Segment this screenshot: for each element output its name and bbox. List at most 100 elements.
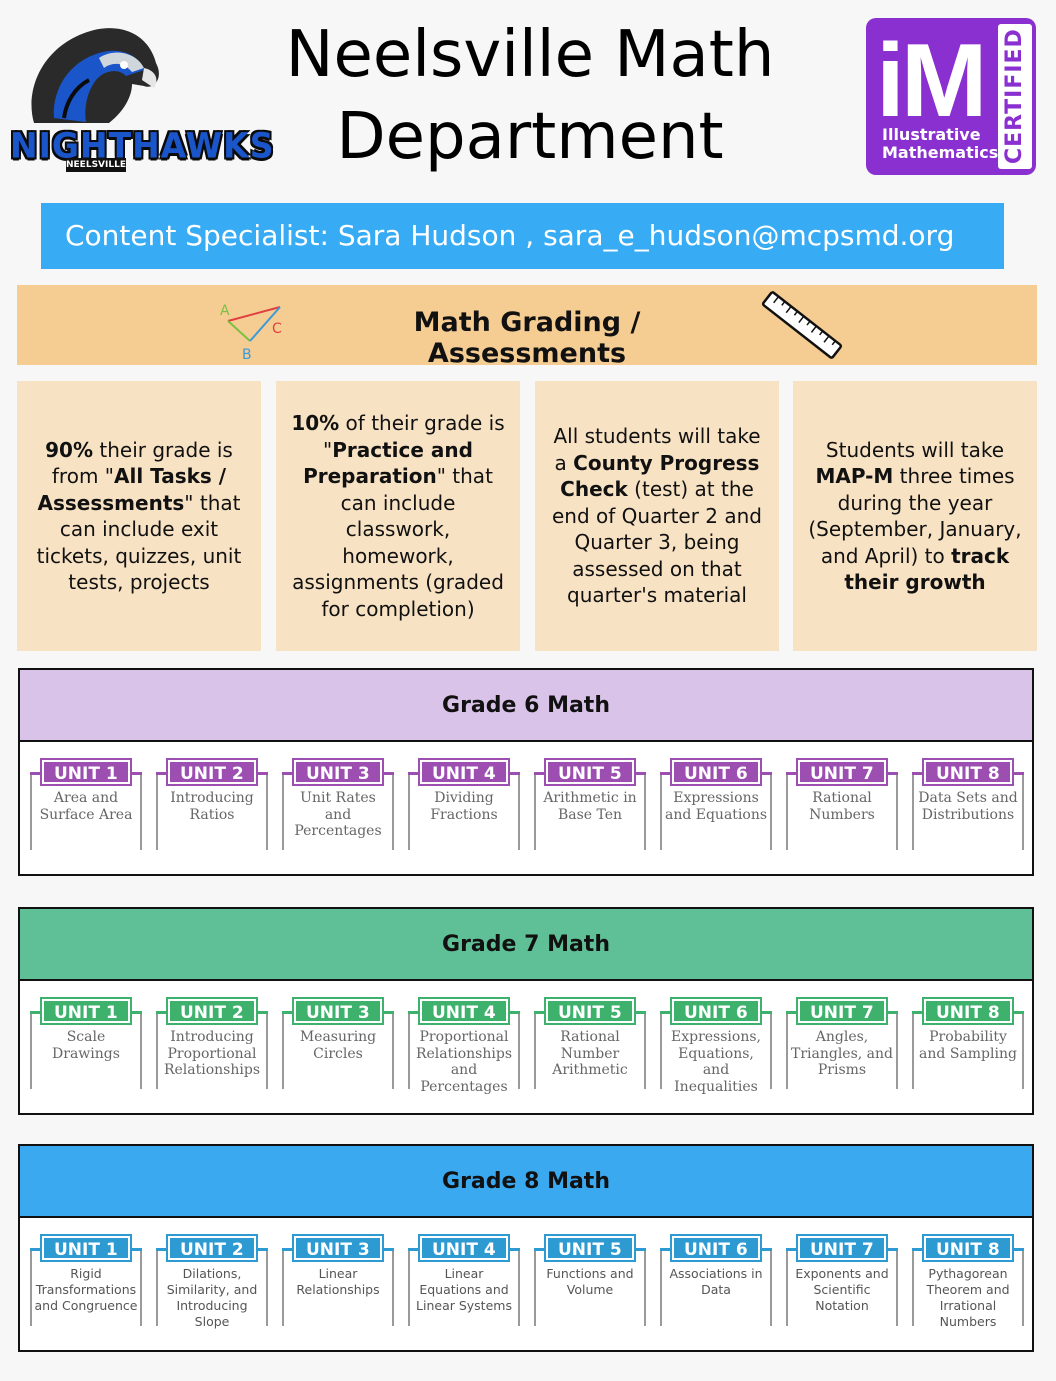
unit-frame — [156, 1011, 268, 1089]
info-text-run: All students will take a — [553, 424, 761, 475]
unit-card: UNIT 5 Arithmetic in Base Ten — [534, 758, 646, 850]
unit-name: Functions and Volume — [546, 1266, 634, 1297]
unit-name: Pythagorean Theorem and Irrational Numbe… — [926, 1266, 1010, 1329]
im-letters: iM — [876, 23, 988, 139]
info-text: 90% their grade is from "All Tasks / Ass… — [31, 437, 247, 596]
unit-frame — [534, 1248, 646, 1326]
unit-name: Measuring Circles — [299, 1029, 377, 1062]
title-line-1: Neelsville Math — [285, 18, 775, 92]
info-text-run: three times during the year (September, … — [808, 464, 1022, 568]
info-text-run: (test) at the end of Quarter 2 and Quart… — [552, 477, 762, 608]
unit-frame — [156, 1248, 268, 1326]
unit-tab: UNIT 1 — [40, 758, 132, 786]
grade-8-units: UNIT 1 Rigid Transformations and Congruen… — [20, 1218, 1032, 1350]
unit-tab: UNIT 1 — [40, 1234, 132, 1262]
unit-name: Dividing Fractions — [430, 790, 498, 823]
info-text-bold: 90% — [45, 437, 94, 462]
unit-name: Associations in Data — [669, 1266, 763, 1297]
unit-frame — [534, 772, 646, 850]
unit-frame — [660, 772, 772, 850]
grade-7-header: Grade 7 Math — [20, 909, 1032, 981]
unit-card: UNIT 8 Pythagorean Theorem and Irrational… — [912, 1234, 1024, 1329]
info-text: All students will take a County Progress… — [549, 423, 765, 609]
info-box-county-check: All students will take a County Progress… — [535, 381, 779, 651]
ruler-icon — [761, 291, 843, 359]
unit-tab: UNIT 3 — [292, 997, 384, 1025]
unit-name: Linear Equations and Linear Systems — [416, 1266, 512, 1313]
unit-frame — [534, 1011, 646, 1089]
unit-frame — [30, 772, 142, 850]
info-text: 10% of their grade is "Practice and Prep… — [290, 410, 506, 622]
triangle-label-b: B — [242, 347, 252, 361]
unit-card: UNIT 1 Area and Surface Area — [30, 758, 142, 850]
unit-tab: UNIT 8 — [922, 1234, 1014, 1262]
grade-6-units: UNIT 1 Area and Surface Area UNIT 2 Introdu… — [20, 742, 1032, 874]
unit-tab: UNIT 3 — [292, 1234, 384, 1262]
unit-card: UNIT 1 Rigid Transformations and Congruen… — [30, 1234, 142, 1326]
info-text-run: Students will take — [825, 437, 1005, 462]
unit-frame — [660, 1248, 772, 1326]
nighthawks-logo: NIGHTHAWKS NEELSVILLE — [4, 18, 275, 172]
unit-frame — [30, 1248, 142, 1326]
unit-frame — [408, 772, 520, 850]
unit-card: UNIT 5 Functions and Volume — [534, 1234, 646, 1326]
unit-frame — [912, 1248, 1024, 1326]
unit-tab: UNIT 7 — [796, 758, 888, 786]
logo-wordmark: NIGHTHAWKS — [10, 125, 275, 166]
unit-name: Data Sets and Distributions — [918, 790, 1018, 823]
info-box-all-tasks: 90% their grade is from "All Tasks / Ass… — [17, 381, 261, 651]
unit-name: Arithmetic in Base Ten — [543, 790, 637, 823]
unit-tab: UNIT 2 — [166, 758, 258, 786]
page-header: NIGHTHAWKS NEELSVILLE Neelsville Math De… — [0, 0, 1056, 195]
info-text-bold: track their growth — [844, 543, 1010, 595]
unit-tab: UNIT 5 — [544, 758, 636, 786]
info-text-run: " that can include classwork, homework, … — [292, 464, 504, 621]
unit-tab: UNIT 6 — [670, 997, 762, 1025]
unit-tab: UNIT 8 — [922, 758, 1014, 786]
unit-name: Dilations, Similarity, and Introducing S… — [166, 1266, 258, 1329]
info-text-bold: All Tasks / Assessments — [37, 464, 227, 515]
unit-tab: UNIT 5 — [544, 1234, 636, 1262]
unit-name: Exponents and Scientific Notation — [795, 1266, 889, 1313]
im-certified-badge: iM Illustrative Mathematics CERTIFIED — [866, 18, 1036, 175]
unit-name: Area and Surface Area — [39, 790, 133, 823]
grading-banner: A C B Math Grading / Assessments — [17, 285, 1037, 369]
hawk-icon — [31, 28, 159, 123]
unit-frame — [408, 1011, 520, 1089]
info-box-practice: 10% of their grade is "Practice and Prep… — [276, 381, 520, 651]
im-caption-line-1: Illustrative — [882, 125, 981, 144]
unit-name: Introducing Ratios — [170, 790, 254, 823]
info-box-map-m: Students will take MAP-M three times dur… — [793, 381, 1037, 651]
content-specialist-banner: Content Specialist: Sara Hudson , sara_e… — [41, 203, 1004, 269]
info-text-bold: County Progress Check — [560, 450, 760, 502]
info-text-bold: 10% — [291, 411, 340, 435]
info-text: Students will take MAP-M three times dur… — [807, 437, 1023, 596]
unit-card: UNIT 8 Data Sets and Distributions — [912, 758, 1024, 850]
unit-frame — [660, 1011, 772, 1089]
unit-tab: UNIT 7 — [796, 997, 888, 1025]
unit-card: UNIT 4 Linear Equations and Linear System… — [408, 1234, 520, 1326]
unit-name: Probability and Sampling — [919, 1029, 1017, 1062]
info-text-run: their grade is from " — [51, 437, 233, 489]
unit-frame — [156, 772, 268, 850]
unit-tab: UNIT 1 — [40, 997, 132, 1025]
unit-tab: UNIT 4 — [418, 1234, 510, 1262]
info-text-bold: Practice and Preparation — [303, 437, 473, 489]
triangle-label-c: C — [272, 321, 282, 337]
unit-frame — [282, 1248, 394, 1326]
unit-name: Rigid Transformations and Congruence — [34, 1266, 138, 1313]
